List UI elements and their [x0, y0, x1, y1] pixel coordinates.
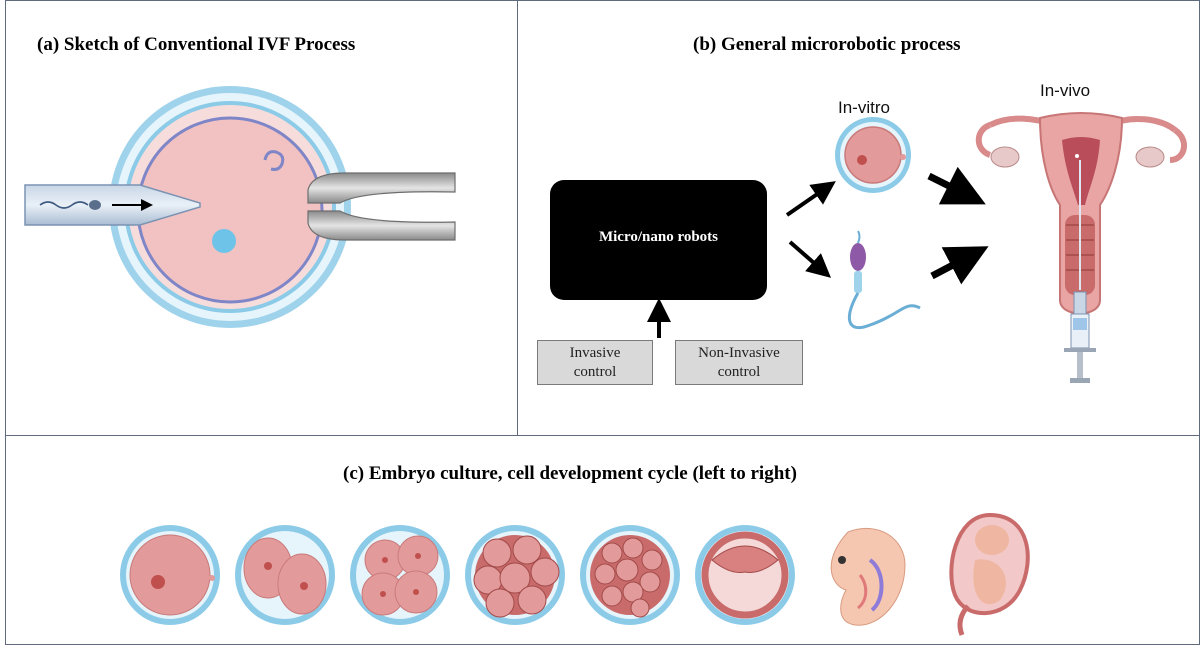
arrow-to-sperm — [788, 240, 832, 278]
in-vivo-label: In-vivo — [1040, 81, 1091, 100]
panel-a-title: (a) Sketch of Conventional IVF Process — [37, 34, 356, 55]
invasive-control-line2: control — [573, 364, 617, 380]
arrow-to-in-vitro — [785, 181, 836, 217]
non-invasive-control-line1: Non-Invasive — [698, 345, 780, 361]
non-invasive-control-line2: control — [717, 364, 761, 380]
panel-b-title: (b) General microrobotic process — [693, 34, 961, 55]
stage-embryo — [830, 527, 906, 626]
stage-two-cell — [235, 525, 335, 625]
arrow-in-vitro-to-in-vivo — [927, 166, 986, 205]
arrow-sperm-to-in-vivo — [930, 246, 989, 285]
microrobot-sperm — [847, 230, 921, 330]
invasive-control-line1: Invasive — [569, 345, 621, 361]
syringe-icon — [1064, 291, 1096, 383]
in-vitro-oocyte — [835, 117, 911, 193]
stage-eight-cell — [465, 525, 565, 625]
oocyte-illustration — [109, 86, 351, 328]
non-invasive-control-box: Non-Invasive control — [675, 340, 803, 385]
uterus-illustration — [975, 112, 1187, 315]
injection-pipette — [24, 184, 201, 226]
stage-morula — [580, 525, 680, 625]
micro-nano-robots-box — [550, 180, 767, 300]
micro-nano-robots-label: Micro/nano robots — [598, 229, 719, 245]
panel-c-title: (c) Embryo culture, cell development cyc… — [343, 463, 797, 484]
stage-fetus — [949, 512, 1030, 636]
stage-zygote — [120, 525, 220, 625]
stage-blastocyst — [695, 525, 795, 625]
in-vitro-label: In-vitro — [838, 98, 890, 117]
invasive-control-box: Invasive control — [537, 340, 653, 385]
holding-pipette — [307, 172, 456, 241]
stage-four-cell — [350, 525, 450, 625]
